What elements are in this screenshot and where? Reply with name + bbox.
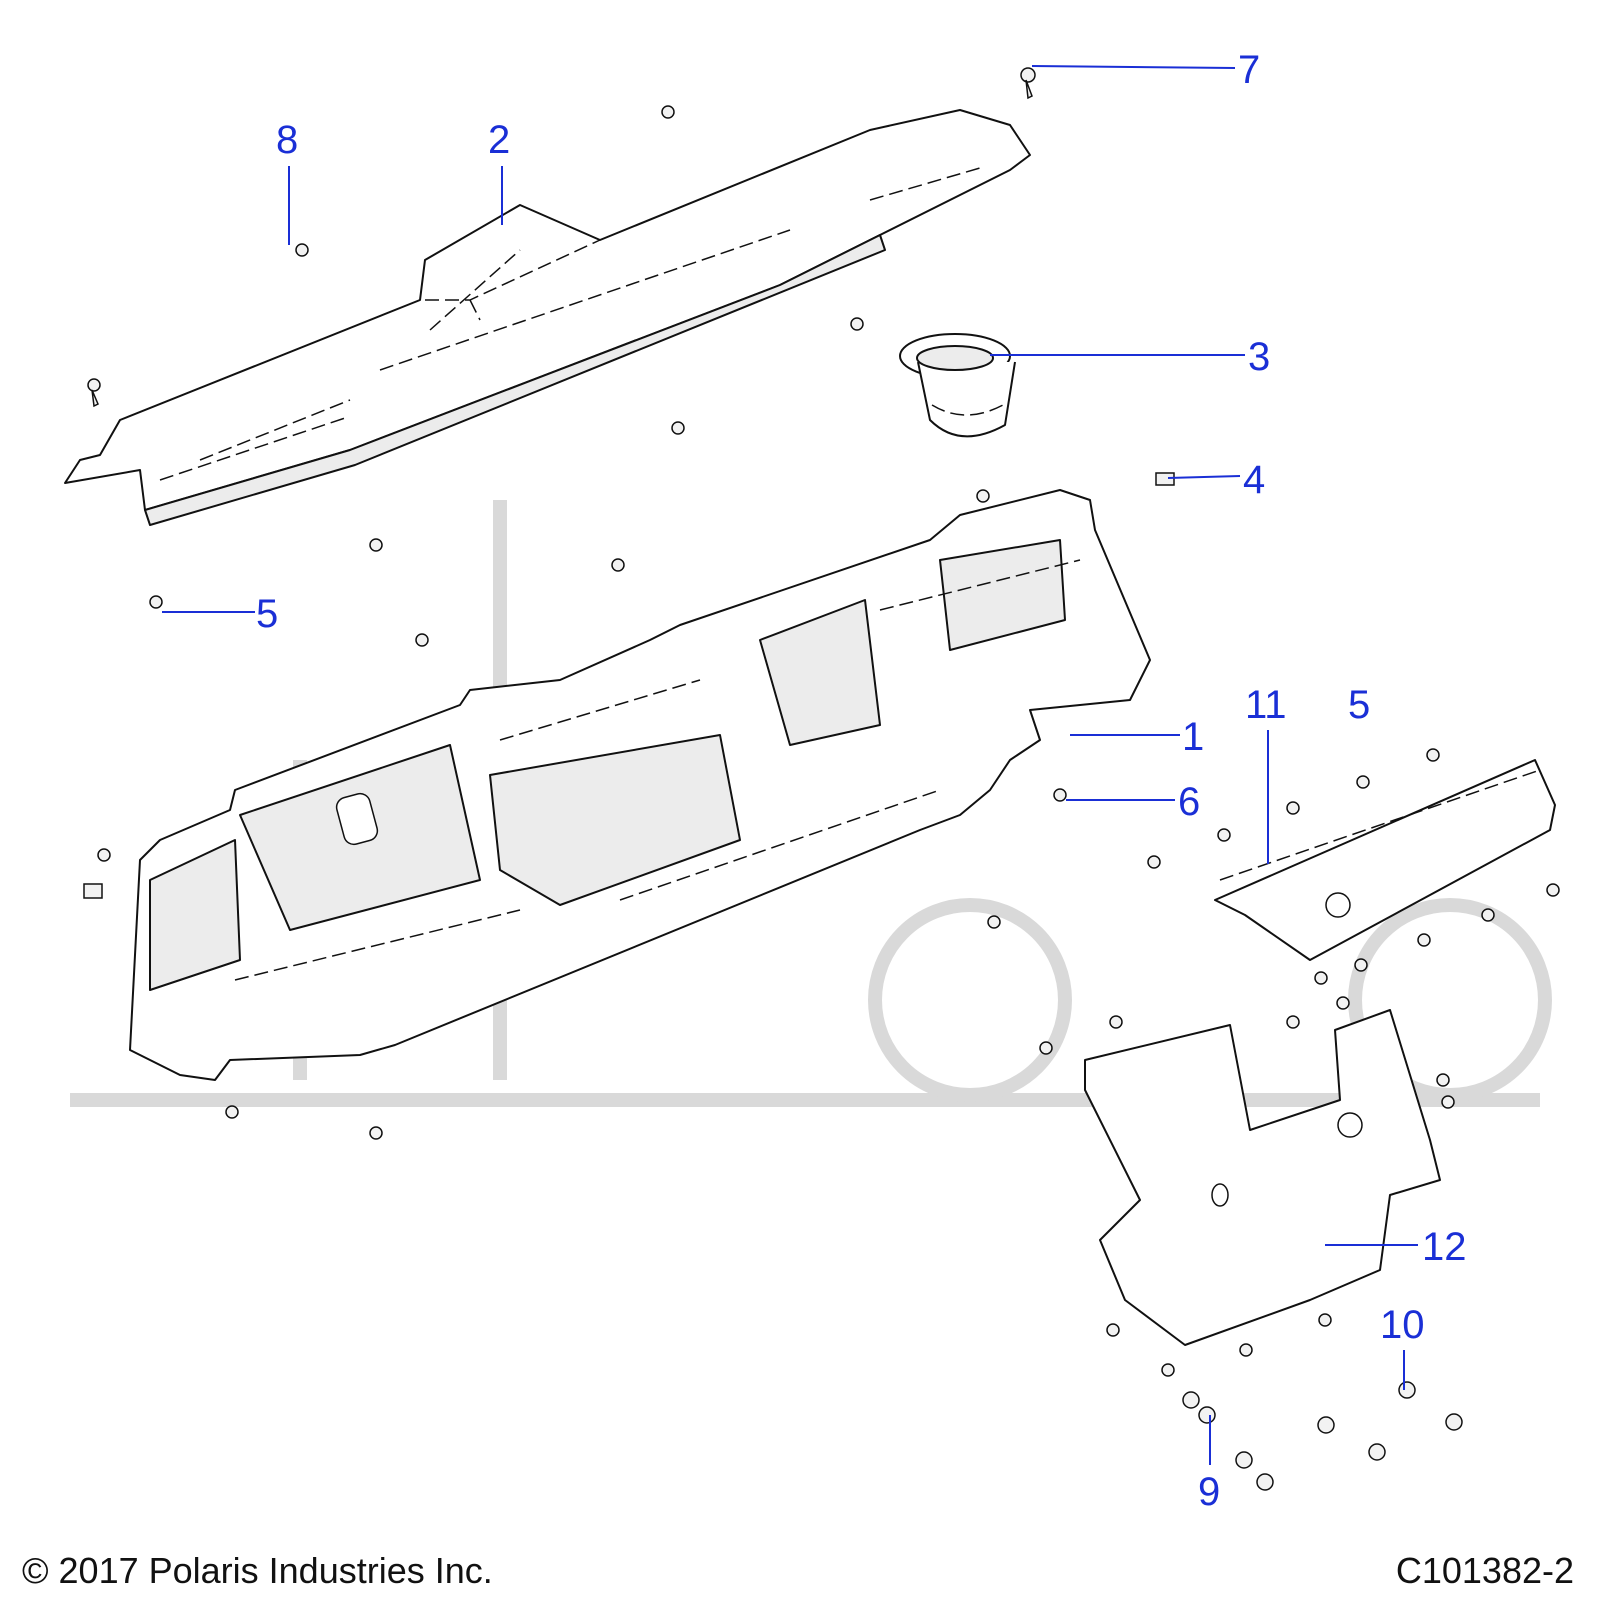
nuts [1182,1381,1463,1491]
push-rivet-icon [1354,958,1368,972]
push-rivet-icon [83,883,103,899]
push-rivet-icon [1546,883,1560,897]
callout-4: 4 [1243,458,1265,502]
cup-holder [899,333,1016,438]
callout-11: 11 [1245,683,1287,727]
push-rivet-icon [1106,1323,1120,1337]
lower-dash-body [129,489,1151,1081]
push-rivet-icon [661,105,675,119]
nut-icon [1317,1416,1335,1434]
push-rivet-icon [1417,933,1431,947]
push-rivet-icon [1336,996,1350,1010]
push-rivet-icon [987,915,1001,929]
nut-icon [1445,1413,1463,1431]
push-rivet-icon [1441,1095,1455,1109]
push-rivet-icon [1217,828,1231,842]
callout-12: 12 [1422,1225,1467,1269]
nut-icon [1368,1443,1386,1461]
floor-heat-shield [1084,1009,1441,1346]
nut-icon [1235,1451,1253,1469]
push-rivet-icon [1161,1363,1175,1377]
leader-lines [162,65,1418,1465]
callout-7: 7 [1238,48,1260,92]
callout-6: 6 [1178,780,1200,824]
push-rivet-icon [295,243,309,257]
push-rivet-icon [1286,1015,1300,1029]
nut-icon [1198,1406,1216,1424]
push-rivet-icon [1039,1041,1053,1055]
push-rivet-icon [1318,1313,1332,1327]
push-rivet-icon [87,378,101,408]
push-rivet-icon [976,489,990,503]
nut-icon [1256,1473,1274,1491]
callout-8: 8 [276,118,298,162]
push-rivet-icon [97,848,111,862]
push-rivet-icon [1020,67,1036,100]
push-rivet-icon [149,595,163,609]
callout-labels: 1 2 3 4 5 5 6 7 8 9 10 11 12 [256,48,1467,1514]
nut-icon [1398,1381,1416,1399]
callout-9: 9 [1198,1470,1220,1514]
nut-icon [1182,1391,1200,1409]
push-rivet-icon [671,421,685,435]
push-rivet-icon [369,1126,383,1140]
heat-shield-strip [1214,759,1556,961]
push-rivet-icon [1426,748,1440,762]
callout-2: 2 [488,118,510,162]
fasteners [83,67,1560,1377]
push-rivet-icon [1436,1073,1450,1087]
push-rivet-icon [1053,788,1067,802]
push-rivet-icon [1286,801,1300,815]
push-rivet-icon [850,317,864,331]
upper-cover-panel [64,109,1031,526]
push-rivet-icon [415,633,429,647]
push-rivet-icon [1239,1343,1253,1357]
copyright-notice: © 2017 Polaris Industries Inc. [22,1550,493,1591]
push-rivet-icon [1356,775,1370,789]
push-rivet-icon [1109,1015,1123,1029]
callout-10: 10 [1380,1303,1425,1347]
push-rivet-icon [611,558,625,572]
push-rivet-icon [1314,971,1328,985]
callout-5-right: 5 [1348,683,1370,727]
callout-3: 3 [1248,335,1270,379]
callout-1: 1 [1182,715,1204,759]
push-rivet-icon [369,538,383,552]
push-rivet-icon [225,1105,239,1119]
push-rivet-icon [1155,472,1175,486]
drawing-number: C101382-2 [1395,1550,1574,1591]
push-rivet-icon [1481,908,1495,922]
push-rivet-icon [1147,855,1161,869]
callout-5-left: 5 [256,592,278,636]
